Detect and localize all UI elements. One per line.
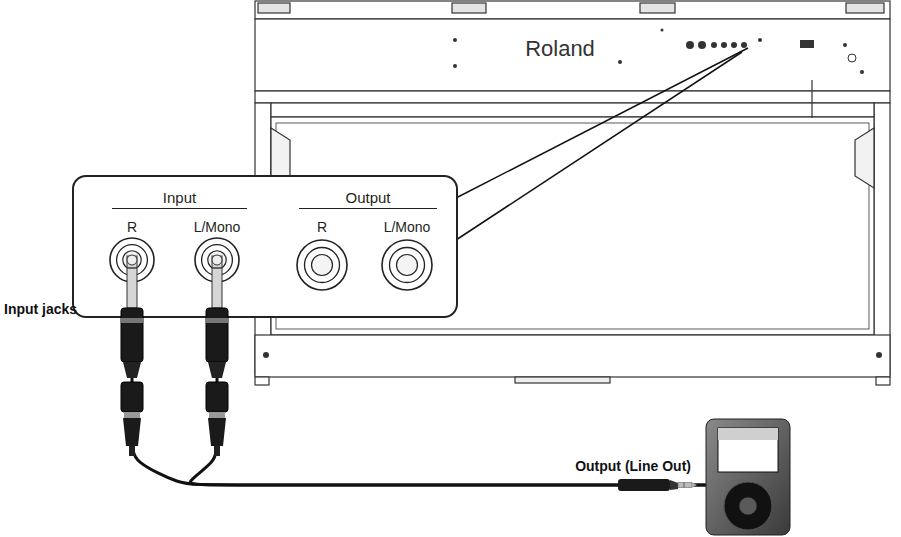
jack-label: R [102, 219, 162, 236]
leader-lines [456, 48, 748, 240]
group-heading: Input [112, 189, 247, 209]
device-label: Output (Line Out) [575, 458, 691, 474]
phone-plug [206, 255, 228, 456]
jack-label: R [290, 219, 354, 236]
jack-socket: L/Mono [187, 219, 247, 289]
jack-socket: R [290, 219, 354, 291]
part-label: Input jacks [4, 301, 77, 317]
audio-player: Output (Line Out) [705, 418, 791, 536]
jack-label: L/Mono [375, 219, 439, 236]
brand-logo: Roland [500, 36, 620, 62]
callout-panel: Input OutputR L/Mono R L/Mono [72, 175, 458, 318]
mini-plug [618, 479, 697, 491]
piano-body [255, 1, 890, 385]
player-drawing [705, 418, 791, 536]
phone-plug [121, 255, 143, 456]
jack-label: L/Mono [187, 219, 247, 236]
jack-socket: R [102, 219, 162, 289]
group-heading: Output [299, 189, 437, 209]
jack-socket: L/Mono [375, 219, 439, 291]
